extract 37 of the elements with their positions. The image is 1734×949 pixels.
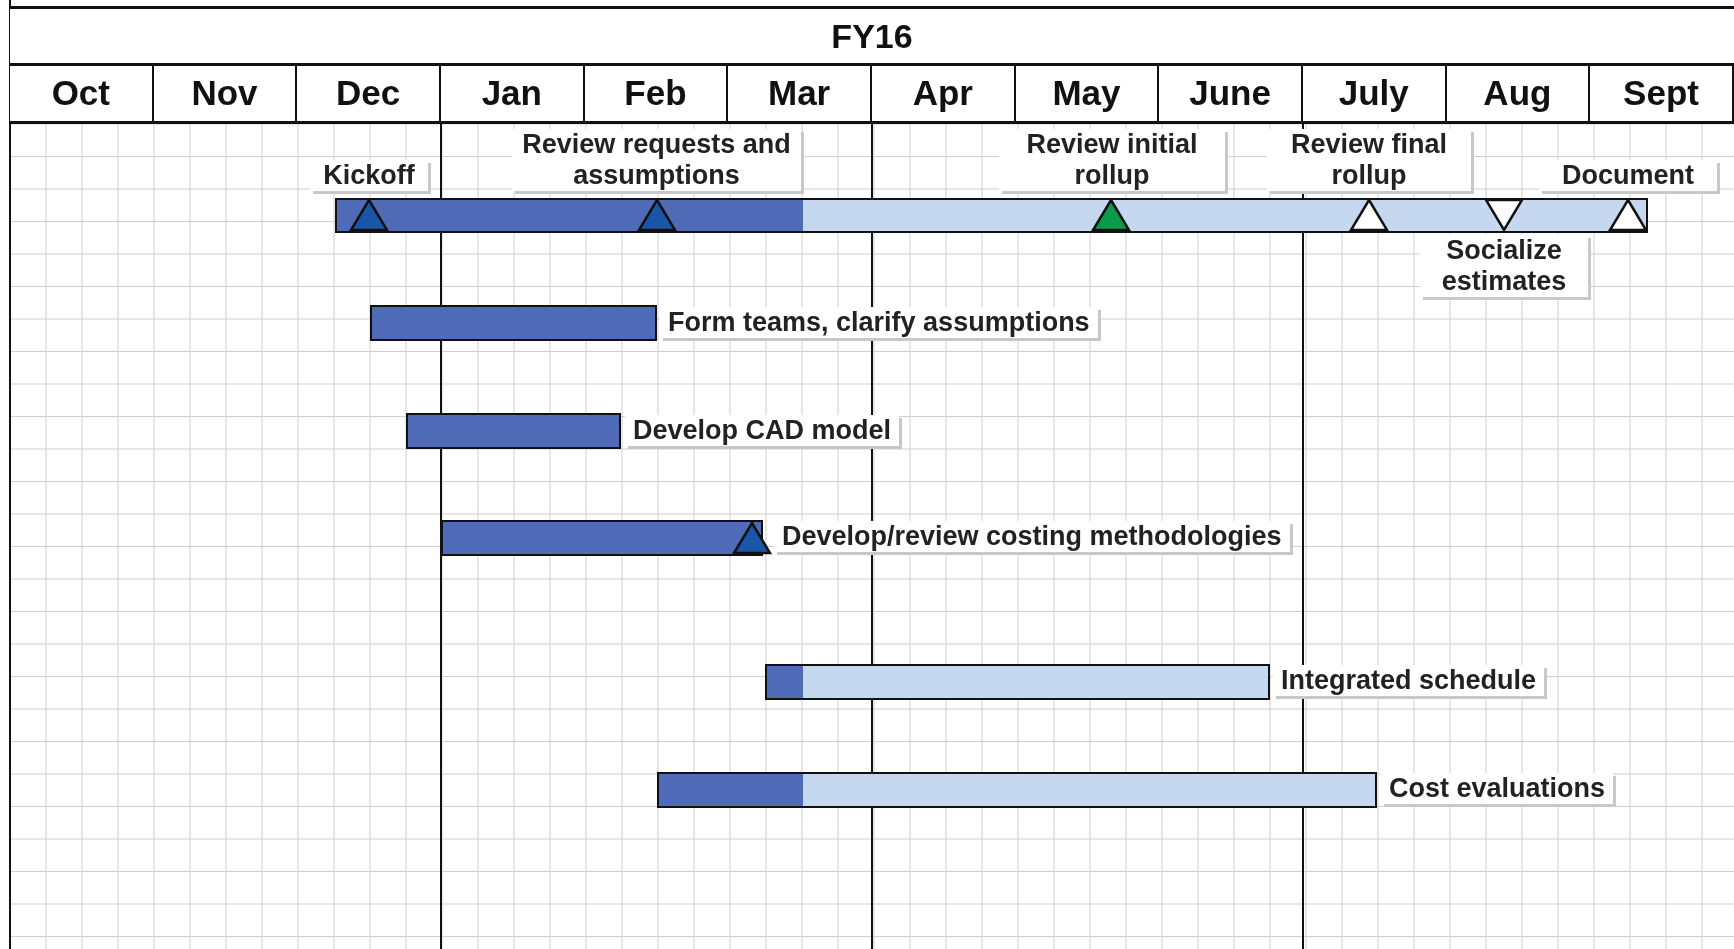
task-label: Integrated schedule — [1273, 665, 1545, 696]
task-bar — [370, 305, 657, 341]
month-header: Aug — [1446, 66, 1591, 121]
milestone-triangle — [1349, 198, 1389, 232]
milestone-triangle — [637, 198, 677, 232]
month-header: Nov — [153, 66, 298, 121]
fiscal-year-title: FY16 — [831, 15, 913, 57]
task-label: Develop CAD model — [625, 415, 900, 446]
month-header: May — [1015, 66, 1160, 121]
task-label: Document — [1539, 160, 1717, 191]
task-label: Review initial rollup — [999, 129, 1225, 191]
month-header: July — [1302, 66, 1447, 121]
task-label: Review final rollup — [1267, 129, 1471, 191]
month-header: Oct — [10, 66, 154, 121]
task-label: Socialize estimates — [1420, 235, 1588, 297]
task-bar — [765, 664, 1270, 700]
milestone-down-triangle — [1484, 198, 1524, 232]
month-header: June — [1159, 66, 1303, 121]
task-label: Kickoff — [310, 160, 428, 191]
month-header: Apr — [871, 66, 1016, 121]
task-label: Develop/review costing methodologies — [774, 521, 1290, 552]
milestone-triangle — [349, 198, 389, 232]
task-bar — [657, 772, 1377, 808]
milestone-triangle — [732, 521, 772, 555]
task-bar — [406, 413, 621, 449]
task-bar — [441, 520, 763, 556]
month-header: Jan — [440, 66, 585, 121]
task-label: Review requests and assumptions — [512, 129, 801, 191]
month-header: Feb — [584, 66, 729, 121]
milestone-triangle — [1608, 198, 1648, 232]
task-label: Cost evaluations — [1381, 773, 1614, 804]
month-header: Mar — [728, 66, 872, 121]
task-label: Form teams, clarify assumptions — [660, 307, 1098, 338]
month-header: Sept — [1590, 66, 1734, 121]
milestone-triangle — [1091, 198, 1131, 232]
month-header: Dec — [297, 66, 441, 121]
task-bar — [335, 198, 1648, 233]
